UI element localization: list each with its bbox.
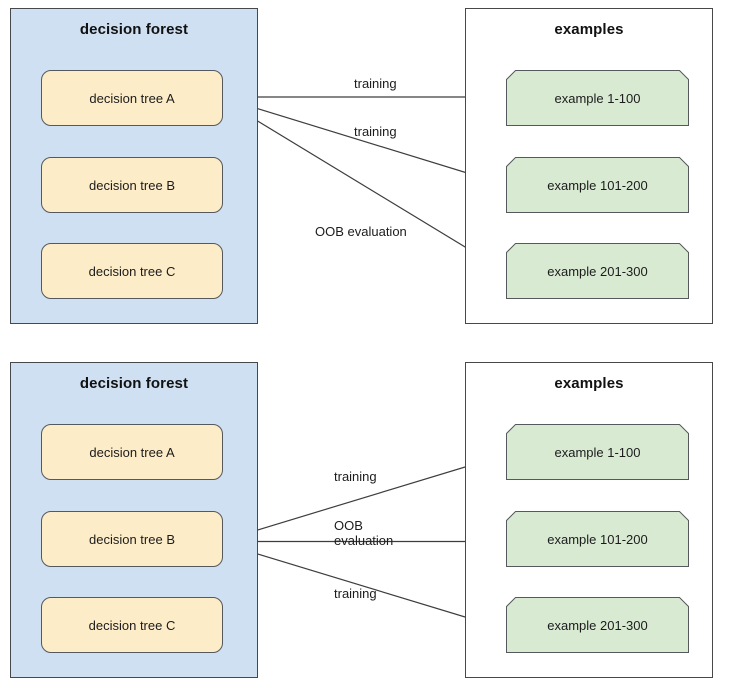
edge-label-oob-line-2: evaluation	[334, 533, 394, 548]
tree-node-c-top[interactable]: decision tree C	[41, 243, 223, 299]
example-node-201-300-bottom[interactable]: example 201-300	[506, 597, 689, 653]
forest-panel-top: decision forest decision tree A decision…	[10, 8, 258, 324]
example-node-label: example 101-200	[547, 531, 648, 547]
examples-panel-top: examples example 1-100 example 101-200 e…	[465, 8, 713, 324]
tree-node-label: decision tree C	[88, 263, 176, 279]
tree-node-label: decision tree B	[89, 177, 175, 193]
edge-label-training-2-top: training	[354, 124, 397, 139]
example-node-1-100-top[interactable]: example 1-100	[506, 70, 689, 126]
example-node-shape	[506, 243, 689, 299]
example-node-shape	[506, 157, 689, 213]
diagram-panel-bottom: decision forest decision tree A decision…	[0, 345, 737, 685]
tree-node-b-top[interactable]: decision tree B	[41, 157, 223, 213]
example-node-1-100-bottom[interactable]: example 1-100	[506, 424, 689, 480]
example-node-shape	[506, 424, 689, 480]
tree-node-b-bottom[interactable]: decision tree B	[41, 511, 223, 567]
edge-label-training-1-bottom: training	[334, 469, 377, 484]
tree-node-a-bottom[interactable]: decision tree A	[41, 424, 223, 480]
edge-label-oob-evaluation-bottom: OOB evaluation	[334, 518, 444, 548]
tree-node-label: decision tree A	[89, 444, 175, 460]
example-node-label: example 201-300	[547, 263, 648, 279]
example-node-101-200-top[interactable]: example 101-200	[506, 157, 689, 213]
example-node-shape	[506, 511, 689, 567]
forest-panel-title-top: decision forest	[79, 21, 189, 38]
edge-lines-bottom	[221, 454, 504, 630]
example-node-label: example 1-100	[554, 444, 641, 460]
example-node-shape	[506, 597, 689, 653]
forest-panel-title-bottom: decision forest	[79, 375, 189, 392]
forest-panel-bottom: decision forest decision tree A decision…	[10, 362, 258, 678]
edge-label-training-2-bottom: training	[334, 586, 377, 601]
edge-label-oob-evaluation-top: OOB evaluation	[315, 224, 407, 239]
example-node-label: example 101-200	[547, 177, 648, 193]
tree-node-a-top[interactable]: decision tree A	[41, 70, 223, 126]
examples-panel-title-top: examples	[554, 21, 624, 38]
tree-node-label: decision tree A	[89, 90, 175, 106]
example-node-101-200-bottom[interactable]: example 101-200	[506, 511, 689, 567]
example-node-shape	[506, 70, 689, 126]
edge-label-oob-line-1: OOB	[334, 518, 363, 533]
example-node-201-300-top[interactable]: example 201-300	[506, 243, 689, 299]
example-node-label: example 201-300	[547, 617, 648, 633]
edge-label-training-1-top: training	[354, 76, 397, 91]
examples-panel-title-bottom: examples	[554, 375, 624, 392]
examples-panel-bottom: examples example 1-100 example 101-200 e…	[465, 362, 713, 678]
tree-node-label: decision tree C	[88, 617, 176, 633]
tree-node-label: decision tree B	[89, 531, 175, 547]
tree-node-c-bottom[interactable]: decision tree C	[41, 597, 223, 653]
example-node-label: example 1-100	[554, 90, 641, 106]
diagram-panel-top: decision forest decision tree A decision…	[10, 8, 713, 324]
edge-lines-top	[221, 93, 504, 271]
